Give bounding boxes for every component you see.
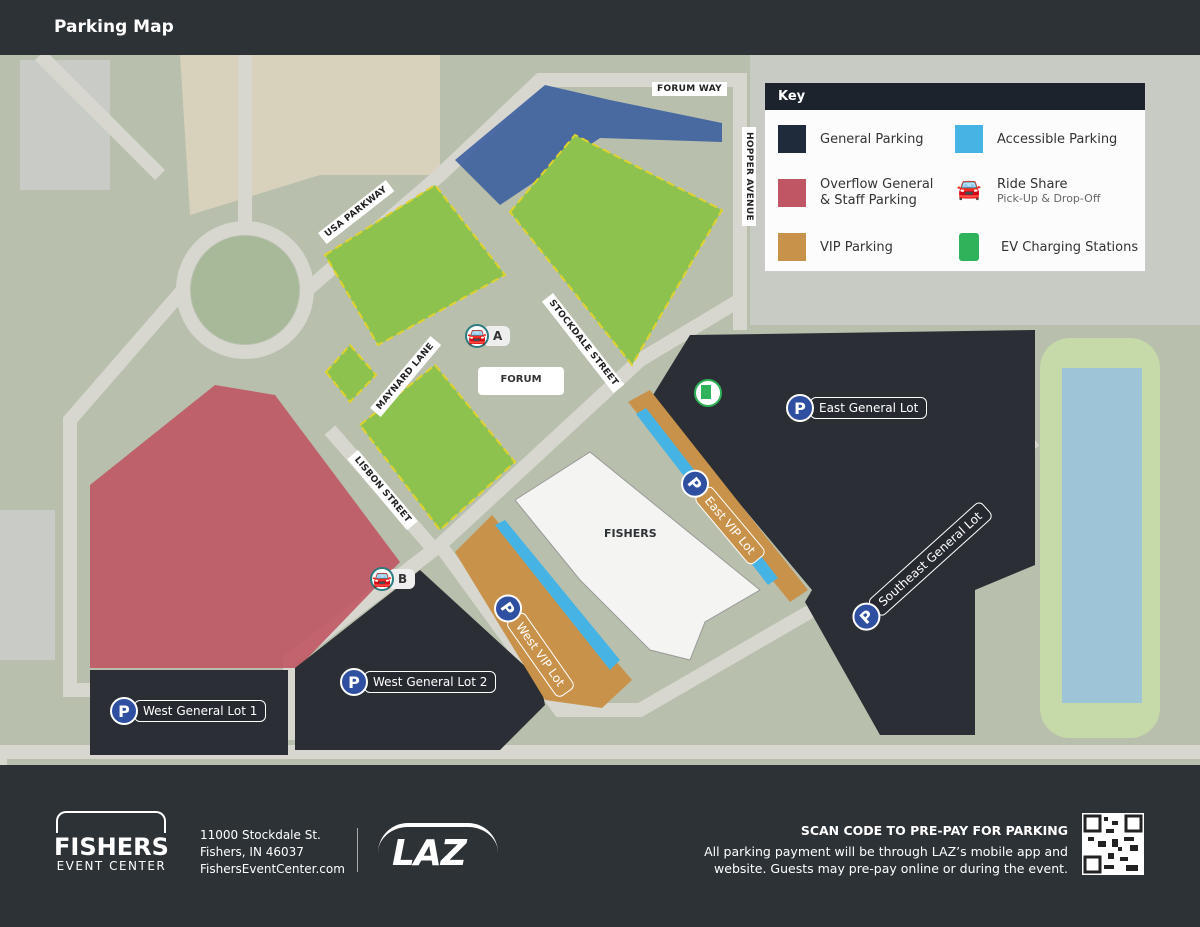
rideshare-icon: 🚘: [465, 324, 489, 348]
green-space-2: [508, 133, 724, 367]
rideshare-icon: 🚘: [370, 567, 394, 591]
west-vip-lot: [455, 515, 632, 708]
swatch: [778, 179, 806, 207]
pond: [1062, 368, 1142, 703]
lot-west-general-1[interactable]: P West General Lot 1: [110, 697, 267, 725]
footer: FISHERS EVENT CENTER 11000 Stockdale St.…: [0, 765, 1200, 927]
key-item-ev: EV Charging Stations: [955, 233, 1138, 261]
divider: [357, 828, 358, 872]
header: Parking Map: [0, 0, 1200, 55]
fishers-event-center-logo: FISHERS EVENT CENTER: [54, 811, 169, 873]
address: 11000 Stockdale St. Fishers, IN 46037 Fi…: [200, 828, 345, 876]
ev-charging-icon: [959, 233, 979, 261]
street-hopper-avenue: HOPPER AVENUE: [742, 127, 756, 226]
swatch: [778, 233, 806, 261]
west-accessible: [495, 520, 620, 670]
parking-icon: P: [110, 697, 138, 725]
qr-code[interactable]: [1082, 813, 1144, 875]
lot-west-general-2[interactable]: P West General Lot 2: [340, 668, 497, 696]
key-item-accessible: Accessible Parking: [955, 125, 1117, 153]
key-item-general: General Parking: [778, 125, 924, 153]
west-general-lot-2: [295, 570, 545, 750]
rideshare-marker-a[interactable]: 🚘 A: [465, 324, 511, 348]
key-item-vip: VIP Parking: [778, 233, 893, 261]
page-title: Parking Map: [54, 17, 174, 37]
laz-logo: LAZ: [378, 823, 503, 875]
map-key: Key General Parking Accessible Parking O…: [764, 82, 1146, 272]
overflow-general-lot: [90, 385, 400, 668]
green-space-3: [358, 363, 517, 532]
street-forum-way: FORUM WAY: [652, 82, 727, 96]
parking-icon: P: [340, 668, 368, 696]
event-center-building: [514, 451, 761, 661]
rideshare-icon: 🚘: [956, 177, 982, 201]
key-title: Key: [765, 83, 1145, 110]
swatch: [955, 125, 983, 153]
ev-charging-icon: [701, 385, 711, 399]
forum-logo: FORUM: [478, 367, 564, 395]
prepay-info: SCAN CODE TO PRE-PAY FOR PARKING All par…: [704, 823, 1068, 876]
east-general-lot: [650, 330, 1035, 735]
key-item-overflow: Overflow General & Staff Parking: [778, 177, 940, 209]
parking-icon: P: [786, 394, 814, 422]
lot-east-general[interactable]: P East General Lot: [786, 394, 928, 422]
website-link[interactable]: FishersEventCenter.com: [200, 862, 345, 876]
event-center-logo: FISHERS: [604, 527, 657, 540]
green-space-4: [324, 343, 378, 404]
swatch: [778, 125, 806, 153]
parking-area-w: [0, 510, 55, 660]
green-space-1: [323, 183, 507, 347]
rideshare-marker-b[interactable]: 🚘 B: [370, 567, 416, 591]
